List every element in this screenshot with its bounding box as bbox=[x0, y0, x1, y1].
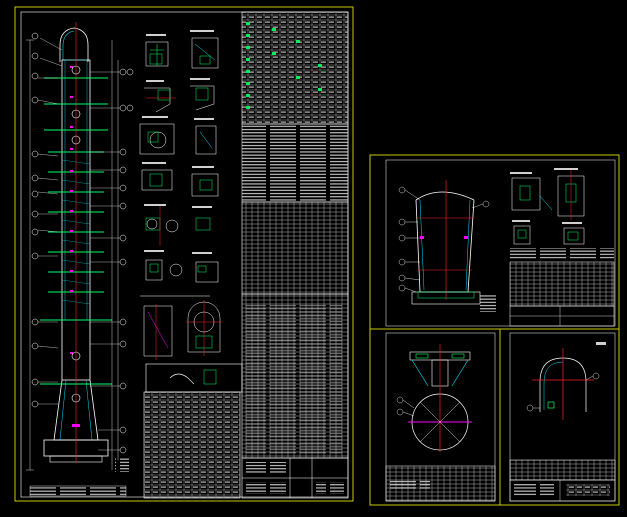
vessel-shell bbox=[415, 199, 475, 293]
dome-head-icon bbox=[59, 27, 89, 62]
sheet-bottom-left bbox=[369, 328, 501, 506]
main-assembly-sheet bbox=[14, 6, 354, 502]
design-data-table bbox=[241, 11, 349, 125]
parts-list-br bbox=[509, 459, 616, 481]
title-block-br bbox=[509, 479, 616, 502]
balloon-marker-icon bbox=[31, 32, 39, 408]
tower-assembly-view bbox=[26, 22, 134, 497]
sheet-border bbox=[499, 328, 620, 506]
technical-notes bbox=[241, 123, 349, 203]
nozzle-schedule bbox=[241, 201, 349, 295]
technical-tables bbox=[241, 11, 349, 499]
sheet-border bbox=[14, 6, 354, 502]
nozzle-detail-box bbox=[143, 363, 243, 499]
flange-detail-icon bbox=[409, 344, 471, 392]
detail-views bbox=[139, 37, 222, 360]
dome-head-icon bbox=[532, 348, 594, 420]
section-circle-icon bbox=[408, 392, 472, 452]
nozzle-table bbox=[143, 391, 241, 499]
sheet-bottom-right bbox=[499, 328, 620, 506]
parts-list-tr bbox=[509, 261, 615, 307]
sheet-top-right bbox=[369, 154, 620, 330]
